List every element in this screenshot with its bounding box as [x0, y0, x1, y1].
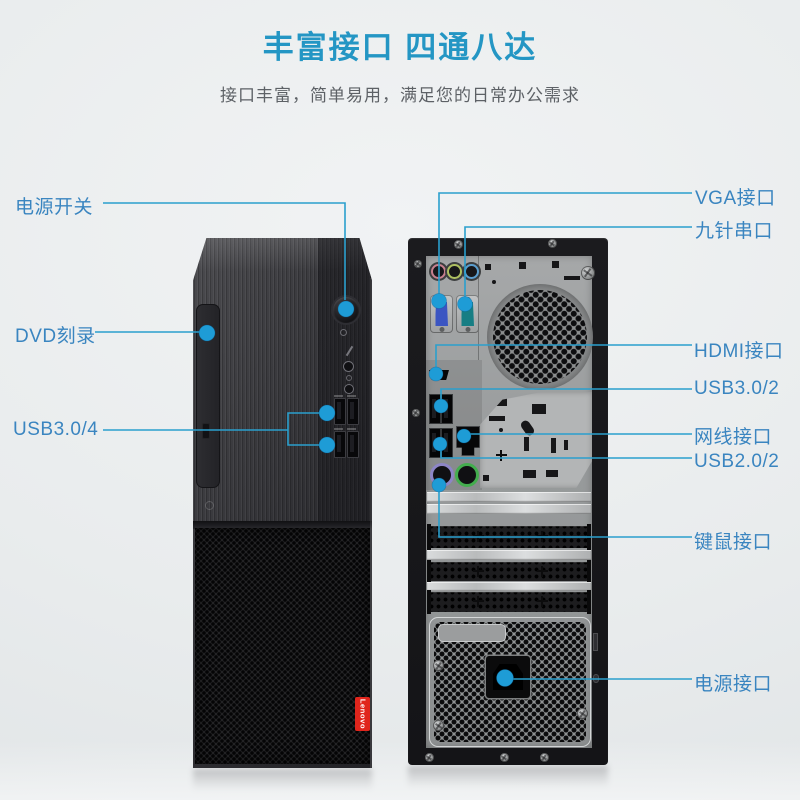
label-usb3: USB3.0/2: [694, 378, 780, 399]
page-subtitle: 接口丰富，简单易用，满足您的日常办公需求: [220, 86, 580, 105]
indicator-dot: [346, 375, 352, 381]
marker-usb2: [432, 436, 448, 452]
front-usb-port: [334, 395, 346, 425]
dvd-eject-button: [202, 423, 210, 439]
screw-icon: [425, 753, 434, 762]
marker-usb3: [433, 398, 449, 414]
callout-bracket-front-usb: [287, 412, 319, 446]
front-usb-port: [347, 428, 359, 458]
stamped-plate: [480, 392, 592, 488]
tower-front-view: Lenovo: [193, 238, 372, 768]
fan-grille-holes: [493, 290, 587, 384]
vent-punch: [564, 276, 580, 280]
marker-serial: [457, 296, 473, 312]
psu-label-plate: [438, 624, 506, 642]
ps2-mouse-port: [455, 463, 479, 487]
label-lan: 网线接口: [694, 427, 773, 448]
rear-panel: [426, 256, 595, 748]
slot-separator: [427, 504, 591, 514]
screw-icon: [548, 239, 557, 248]
screw-icon: [454, 240, 463, 249]
label-vga: VGA接口: [695, 188, 776, 209]
label-kb-mouse: 键鼠接口: [694, 532, 773, 553]
fan-grille: [487, 284, 593, 390]
side-slot: [593, 633, 598, 651]
page-title: 丰富接口 四通八达: [262, 30, 538, 65]
label-dvd-burner: DVD刻录: [15, 326, 96, 347]
marker-front-usb-bottom: [318, 436, 336, 454]
marker-power-inlet: [496, 669, 514, 687]
header: 丰富接口 四通八达 接口丰富，简单易用，满足您的日常办公需求: [0, 0, 800, 106]
marker-dvd: [198, 324, 216, 342]
vent-punch: [485, 264, 491, 270]
marker-vga: [431, 293, 447, 309]
front-edge-highlight: [370, 278, 372, 768]
callout-line-usb3: [440, 388, 692, 400]
marker-kb-mouse: [431, 477, 447, 493]
front-stripe-texture: [193, 238, 372, 528]
audio-line-out-jack: [447, 264, 462, 279]
front-mesh-grille: [195, 528, 370, 764]
screw-icon: [414, 260, 422, 268]
label-power-inlet: 电源接口: [694, 674, 773, 695]
slot-separator: [427, 492, 591, 502]
label-hdmi: HDMI接口: [694, 341, 784, 362]
marker-power-button: [337, 300, 355, 318]
screw-icon: [433, 720, 444, 731]
tower-rear-view: [408, 238, 608, 765]
label-power-switch: 电源开关: [15, 197, 94, 218]
expansion-slot-cover: [427, 560, 591, 583]
headphone-jack: [343, 361, 354, 372]
front-usb-port: [347, 395, 359, 425]
callout-line-serial: [464, 226, 692, 297]
callout-line-kb-mouse: [438, 489, 692, 538]
front-top-bevel: [193, 238, 372, 286]
screw-icon: [433, 660, 444, 671]
marker-front-usb-top: [318, 404, 336, 422]
vent-punch: [492, 280, 496, 284]
screw-icon: [500, 753, 509, 762]
slot-separator: [427, 582, 591, 591]
expansion-slot-cover: [427, 590, 591, 614]
mic-jack: [344, 384, 354, 394]
slot-separator: [427, 550, 591, 560]
screw-icon: [577, 708, 588, 719]
hex-screw-icon: [581, 266, 595, 280]
label-usb2: USB2.0/2: [694, 451, 780, 472]
callout-line-hdmi: [435, 344, 692, 369]
dvd-emblem-icon: [205, 501, 214, 510]
marker-hdmi: [428, 366, 444, 382]
front-reflection: [193, 769, 372, 795]
label-serial: 九针串口: [695, 221, 774, 242]
callout-line-usb2: [440, 448, 692, 459]
front-seam: [193, 521, 372, 529]
vent-punch: [552, 261, 559, 268]
screw-icon: [412, 409, 420, 417]
screw-icon: [540, 753, 549, 762]
rear-reflection: [408, 766, 608, 792]
callout-line-vga: [438, 192, 692, 294]
vent-punch: [519, 262, 526, 269]
power-led-icon: [340, 329, 347, 336]
label-front-usb: USB3.0/4: [13, 419, 99, 440]
callout-line-power-switch: [103, 202, 346, 300]
marker-lan: [456, 428, 472, 444]
lenovo-logo-badge: Lenovo: [355, 697, 370, 731]
